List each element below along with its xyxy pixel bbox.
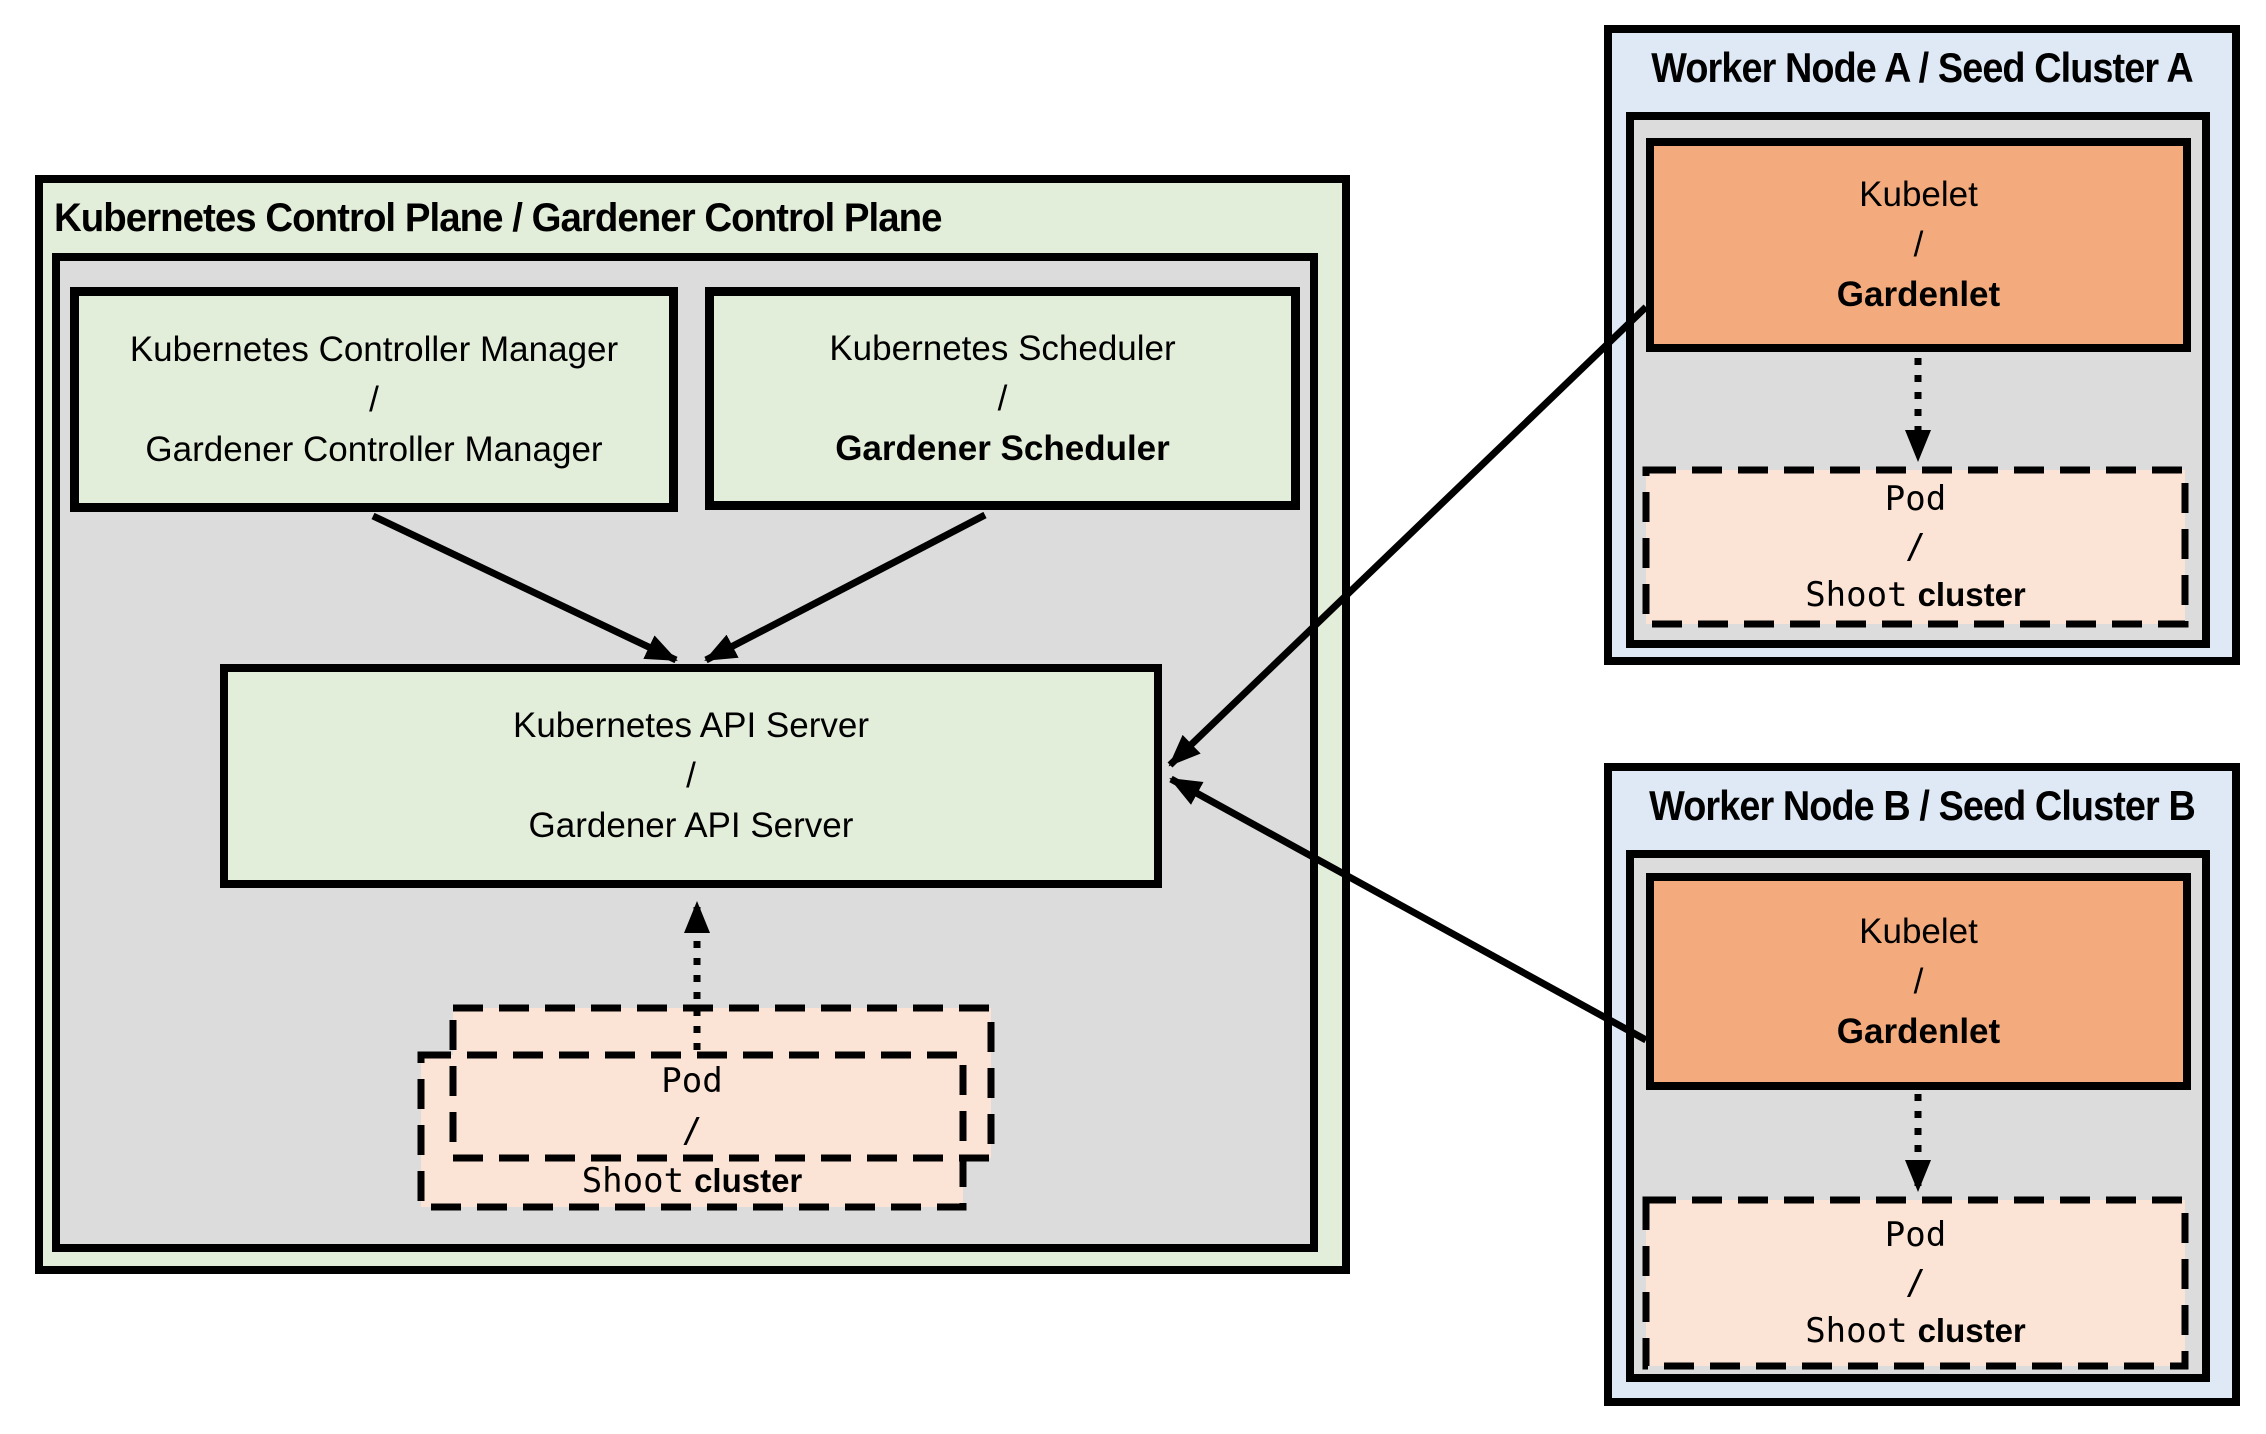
cp-pod-separator: /: [681, 1111, 703, 1151]
controller-manager-line1: Kubernetes Controller Manager: [129, 329, 619, 369]
worker-node-b-pod-separator: /: [1905, 1263, 1926, 1303]
worker-node-b-kubelet-box: Kubelet / Gardenlet: [1646, 873, 2191, 1090]
api-server-line2: Gardener API Server: [528, 806, 854, 845]
cp-pod-line2-cluster: cluster: [694, 1162, 803, 1199]
worker-node-a-pod-line2-cluster: cluster: [1917, 576, 2026, 613]
controller-manager-line2: Gardener Controller Manager: [145, 429, 603, 469]
worker-node-a-pod-separator: /: [1905, 527, 1926, 567]
worker-node-a-kubelet-box: Kubelet / Gardenlet: [1646, 138, 2191, 352]
worker-node-a-title: Worker Node A / Seed Cluster A: [1651, 44, 2193, 91]
controller-manager-box: Kubernetes Controller Manager / Gardener…: [70, 287, 678, 512]
control-plane-title: Kubernetes Control Plane / Gardener Cont…: [54, 195, 942, 240]
scheduler-box: Kubernetes Scheduler / Gardener Schedule…: [705, 287, 1300, 510]
api-server-box: Kubernetes API Server / Gardener API Ser…: [220, 664, 1162, 888]
worker-node-b-pod-line1: Pod: [1884, 1215, 1947, 1255]
worker-node-a-kubelet-line2: Gardenlet: [1836, 275, 2001, 314]
cp-pod-line1: Pod: [661, 1061, 723, 1101]
worker-node-a-pod-line2-shoot: Shoot: [1805, 575, 1908, 615]
cp-pod-line2-shoot: Shoot: [581, 1161, 685, 1201]
api-server-line1: Kubernetes API Server: [512, 706, 870, 745]
scheduler-separator: /: [997, 378, 1008, 418]
scheduler-line2: Gardener Scheduler: [835, 428, 1170, 468]
worker-node-b-kubelet-separator: /: [1913, 961, 1924, 1001]
worker-node-b-kubelet-line1: Kubelet: [1859, 911, 1978, 951]
worker-node-a-kubelet-separator: /: [1913, 225, 1924, 264]
worker-node-b-pod-line2-cluster: cluster: [1917, 1312, 2026, 1349]
scheduler-line1: Kubernetes Scheduler: [829, 328, 1176, 368]
worker-node-b-title: Worker Node B / Seed Cluster B: [1649, 782, 2196, 829]
worker-node-b-pod-line2-shoot: Shoot: [1805, 1311, 1908, 1351]
api-server-separator: /: [686, 756, 696, 795]
controller-manager-separator: /: [369, 379, 379, 419]
worker-node-a-pod-line1: Pod: [1884, 479, 1947, 519]
worker-node-a-kubelet-line1: Kubelet: [1859, 175, 1978, 214]
worker-node-b-kubelet-line2: Gardenlet: [1836, 1011, 2001, 1051]
